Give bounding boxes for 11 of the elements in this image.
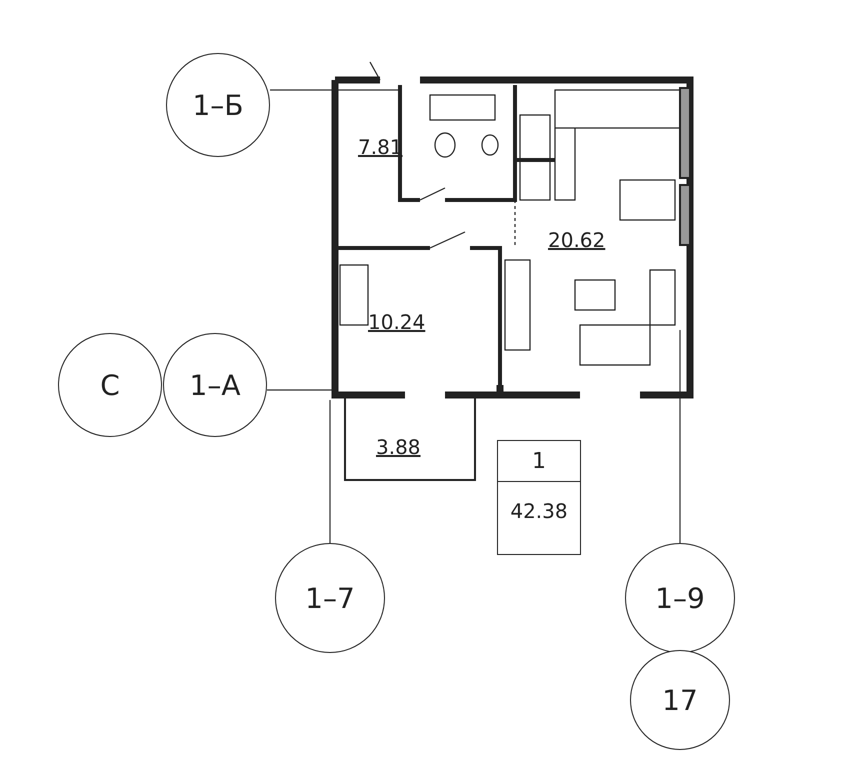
apartment-tag: 1 42.38 xyxy=(497,440,581,555)
axis-bubble: C xyxy=(58,333,162,437)
axis-bubble: 1–Б xyxy=(166,53,270,157)
axis-bubble: 1–7 xyxy=(275,543,385,653)
room-area: 10.24 xyxy=(368,310,426,334)
axis-bubble: 1–9 xyxy=(625,543,735,653)
room-area: 20.62 xyxy=(548,228,606,252)
axis-bubble: 17 xyxy=(630,650,730,750)
room-area: 3.88 xyxy=(376,435,421,459)
room-area: 7.81 xyxy=(358,135,403,159)
axis-bubble: 1–А xyxy=(163,333,267,437)
